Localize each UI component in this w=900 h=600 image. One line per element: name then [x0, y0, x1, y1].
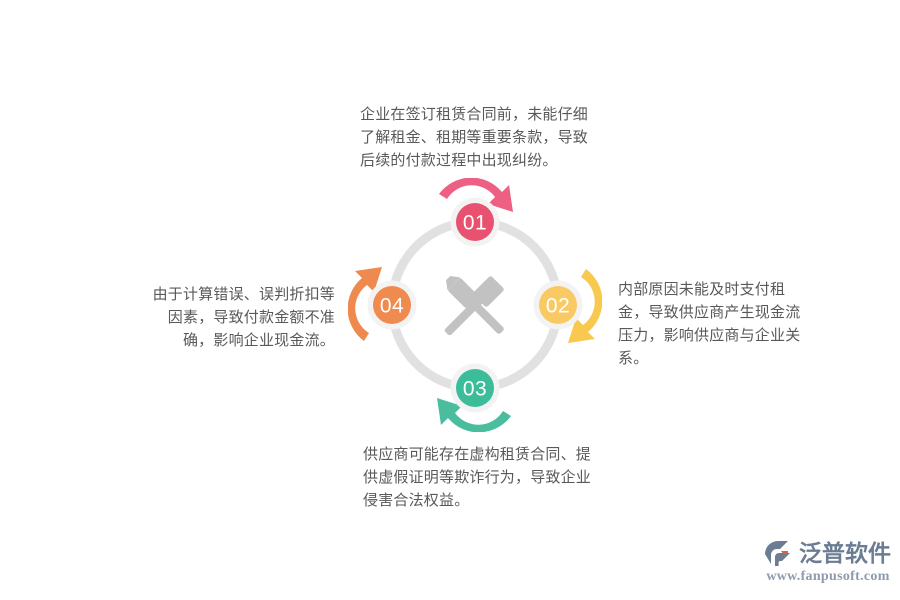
- logo-row: 泛普软件: [762, 540, 894, 568]
- arrow-01-icon: [439, 178, 513, 212]
- step-badge-03-label: 03: [463, 378, 487, 401]
- logo-company-name: 泛普软件: [799, 541, 891, 567]
- arrow-04-icon: [348, 267, 382, 341]
- fanpu-logo-mark-icon: [765, 541, 790, 566]
- step-badge-03[interactable]: 03: [450, 363, 500, 413]
- step-description-01: 企业在签订租赁合同前，未能仔细了解租金、租期等重要条款，导致后续的付款过程中出现…: [360, 106, 589, 169]
- step-badge-01-label: 01: [463, 212, 487, 235]
- step-badge-04-label: 04: [380, 295, 404, 318]
- company-logo: 泛普软件 www.fanpusoft.com: [762, 540, 894, 592]
- step-badge-02[interactable]: 02: [533, 280, 583, 330]
- step-description-02: 内部原因未能及时支付租金，导致供应商产生现金流压力，影响供应商与企业关系。: [618, 281, 801, 367]
- arrow-03-icon: [437, 398, 511, 432]
- arrow-02-icon: [568, 269, 602, 343]
- step-description-04: 由于计算错误、误判折扣等因素，导致付款金额不准确，影响企业现金流。: [152, 286, 335, 349]
- crossed-hammers-icon: [444, 276, 504, 336]
- step-badge-02-label: 02: [546, 295, 570, 318]
- step-badge-04[interactable]: 04: [367, 280, 417, 330]
- step-badge-01[interactable]: 01: [450, 197, 500, 247]
- logo-website-url: www.fanpusoft.com: [766, 569, 890, 584]
- step-description-03: 供应商可能存在虚构租赁合同、提供虚假证明等欺诈行为，导致企业侵害合法权益。: [363, 446, 592, 509]
- cycle-diagram: 01 02 03 04: [348, 178, 602, 432]
